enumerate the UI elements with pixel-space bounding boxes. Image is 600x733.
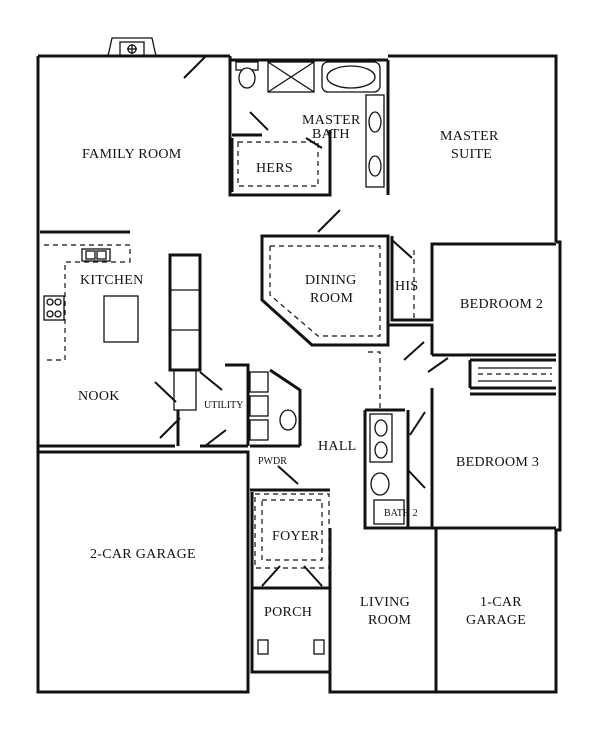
utility-label: UTILITY: [204, 400, 243, 411]
washer-icon: [249, 371, 269, 393]
powder-room-label: PWDR: [258, 456, 287, 467]
exterior-walls: [36, 54, 562, 694]
living-room-label-line2: ROOM: [368, 613, 411, 628]
dryer-icon: [249, 395, 269, 417]
hers-closet-label: HERS: [256, 161, 293, 176]
vanity-icon: [365, 94, 385, 188]
doors: [154, 55, 449, 587]
one-car-garage-label-line1: 1-CAR: [480, 595, 522, 610]
room-labels: FAMILY ROOM MASTER BATH MASTER SUITE HER…: [78, 113, 543, 628]
bath2-vanity-icon: [369, 413, 393, 463]
foyer-label: FOYER: [272, 529, 320, 544]
dining-room-label-line2: ROOM: [310, 291, 353, 306]
kitchen-sink-icon: [81, 248, 111, 262]
kitchen-label: KITCHEN: [80, 273, 144, 288]
master-suite-label-line1: MASTER: [440, 129, 499, 144]
porch-label: PORCH: [264, 605, 312, 620]
kitchen-island: [103, 295, 139, 343]
fireplace: [107, 37, 157, 57]
interior-walls: [38, 60, 556, 692]
range-icon: [43, 295, 65, 321]
bath2-toilet-icon: [370, 472, 390, 496]
nook-label: NOOK: [78, 389, 120, 404]
dashed-outlines: [44, 141, 552, 569]
bathtub-icon: [321, 61, 381, 93]
bath-2-label: BATH 2: [384, 508, 418, 519]
hall-label: HALL: [318, 439, 357, 454]
living-room-label-line1: LIVING: [360, 595, 410, 610]
master-bath-label-line1: MASTER: [302, 113, 361, 128]
one-car-garage-label-line2: GARAGE: [466, 613, 526, 628]
bedroom-2-label: BEDROOM 2: [460, 297, 543, 312]
powder-toilet-icon: [279, 409, 297, 431]
master-suite-label-line2: SUITE: [451, 147, 492, 162]
fixtures: [43, 61, 552, 655]
dining-room-label-line1: DINING: [305, 273, 357, 288]
two-car-garage-label: 2-CAR GARAGE: [90, 547, 196, 562]
bedroom-3-label: BEDROOM 3: [456, 455, 539, 470]
his-closet-label: HIS: [395, 279, 418, 294]
family-room-label: FAMILY ROOM: [82, 147, 182, 162]
master-bath-label-line2: BATH: [312, 127, 350, 142]
bath2-tub-icon: [373, 499, 405, 525]
